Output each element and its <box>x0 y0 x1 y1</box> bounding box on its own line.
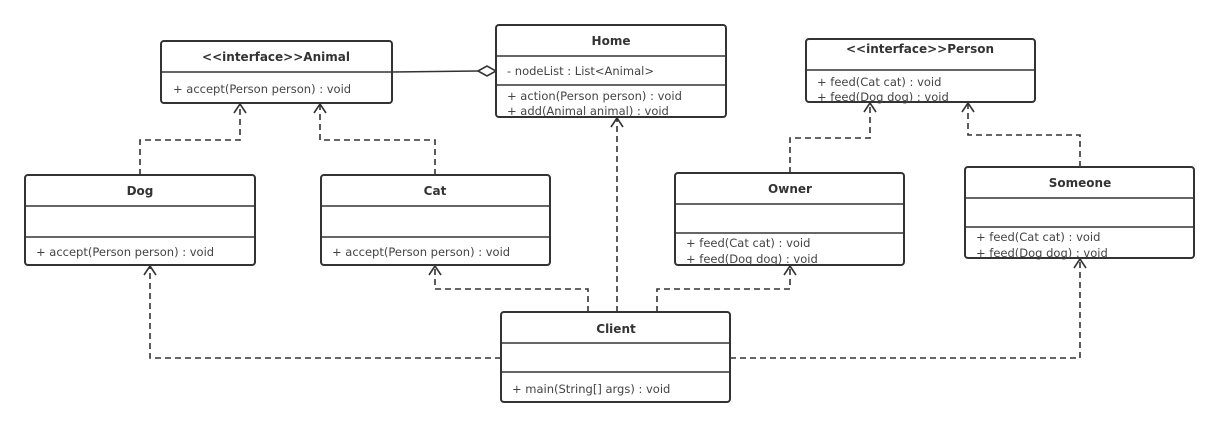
method: + feed(Dog dog) : void <box>686 252 818 266</box>
class-title: <<interface>>Animal <box>202 50 350 64</box>
realization-owner-person <box>789 104 871 173</box>
aggregation-home-animal <box>391 70 479 73</box>
class-dog[interactable]: Dog + accept(Person person) : void <box>24 174 256 266</box>
method: + add(Animal animal) : void <box>507 104 669 118</box>
arrowheads <box>143 101 1087 276</box>
class-title: Home <box>592 34 631 48</box>
class-owner[interactable]: Owner + feed(Cat cat) : void + feed(Dog … <box>674 172 905 266</box>
class-title: Cat <box>424 184 447 198</box>
method: + accept(Person person) : void <box>332 245 510 259</box>
realization-someone-person <box>967 104 1081 167</box>
class-person[interactable]: <<interface>>Person + feed(Cat cat) : vo… <box>805 38 1036 104</box>
dependency-client-dog <box>149 267 501 359</box>
method: + feed(Cat cat) : void <box>817 75 941 89</box>
class-title: Dog <box>127 184 154 198</box>
dependency-client-cat <box>434 267 589 312</box>
class-client[interactable]: Client + main(String[] args) : void <box>500 311 731 403</box>
dependency-client-owner <box>656 267 791 312</box>
realization-dog-animal <box>139 105 241 175</box>
method: + feed(Cat cat) : void <box>686 236 810 250</box>
dependency-client-someone <box>730 260 1081 359</box>
class-title: Someone <box>1049 176 1111 190</box>
method: + feed(Dog dog) : void <box>976 246 1108 260</box>
class-animal[interactable]: <<interface>>Animal + accept(Person pers… <box>160 40 393 104</box>
method: + accept(Person person) : void <box>36 245 214 259</box>
aggregation-diamond <box>476 65 498 77</box>
class-cat[interactable]: Cat + accept(Person person) : void <box>320 174 551 266</box>
method: + feed(Cat cat) : void <box>976 230 1100 244</box>
realization-cat-animal <box>319 105 436 175</box>
class-someone[interactable]: Someone + feed(Cat cat) : void + feed(Do… <box>964 166 1195 260</box>
method: + action(Person person) : void <box>507 89 682 103</box>
class-title: Owner <box>768 182 812 196</box>
class-home[interactable]: Home - nodeList : List<Animal> + action(… <box>495 24 727 118</box>
class-title: Client <box>596 322 636 336</box>
method: + main(String[] args) : void <box>512 382 670 396</box>
method: + accept(Person person) : void <box>173 82 351 96</box>
class-title: <<interface>>Person <box>846 42 994 56</box>
attribute: - nodeList : List<Animal> <box>507 64 654 78</box>
method: + feed(Dog dog) : void <box>817 90 949 104</box>
